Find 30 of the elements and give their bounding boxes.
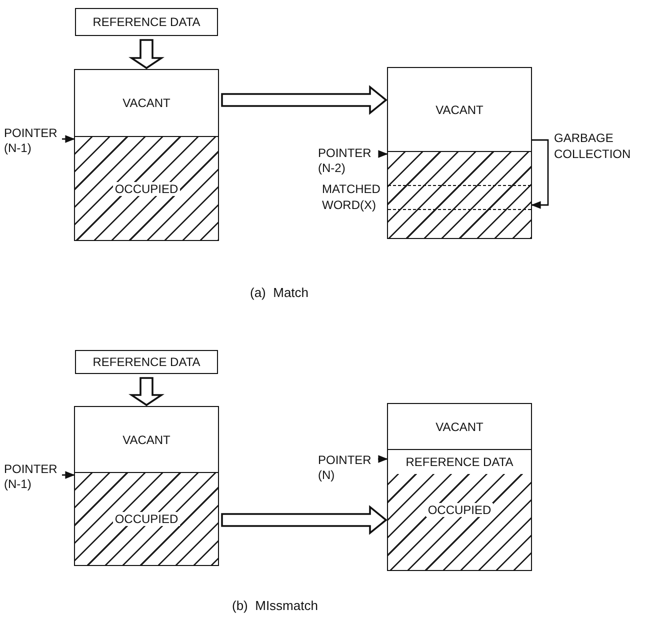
occupied-region: [75, 473, 218, 565]
pointer-label: POINTER (N-1): [4, 126, 62, 160]
region-label: OCCUPIED: [426, 503, 494, 517]
pointer-arrow: [378, 455, 388, 463]
block-arrow: [221, 85, 388, 115]
reference-data-box: REFERENCE DATA: [75, 8, 218, 36]
memory-block: [75, 407, 218, 565]
pointer-arrow: [62, 135, 75, 143]
memory-block: [388, 404, 531, 570]
block-arrow: [128, 39, 164, 70]
figure-caption: (b) MIssmatch: [232, 598, 318, 613]
occupied-region: [388, 450, 531, 570]
region-label: OCCUPIED: [112, 512, 180, 526]
memory-block: [75, 70, 218, 240]
pointer-arrow: [62, 471, 75, 479]
pointer-label: POINTER (N): [318, 453, 378, 487]
pointer-arrow: [378, 150, 388, 158]
matched-word-band: [388, 185, 531, 210]
block-arrow: [221, 505, 388, 535]
reference-data-region: REFERENCE DATA: [388, 450, 531, 474]
pointer-label: POINTER (N-2): [318, 146, 380, 180]
pointer-label: POINTER (N-1): [4, 462, 62, 496]
region-label: OCCUPIED: [112, 182, 180, 196]
occupied-region: [388, 152, 531, 238]
figure-caption: (a) Match: [250, 285, 309, 300]
memory-block: [388, 68, 531, 238]
occupied-region: [75, 137, 218, 240]
block-arrow: [128, 377, 164, 406]
reference-data-box: REFERENCE DATA: [75, 350, 218, 374]
bracket-arrow: [531, 139, 549, 209]
